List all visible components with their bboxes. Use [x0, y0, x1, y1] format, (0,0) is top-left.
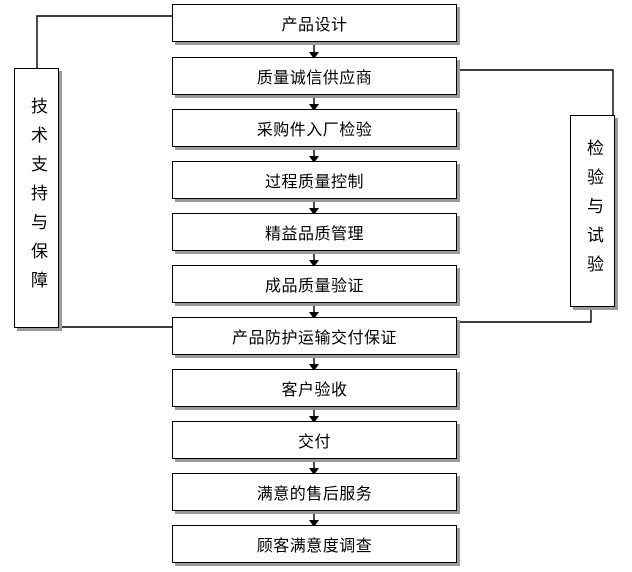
arrowhead-10-11 — [309, 520, 319, 527]
step-label: 交付 — [297, 432, 331, 451]
step-label: 过程质量控制 — [264, 172, 364, 191]
arrowhead-3-4 — [309, 156, 319, 163]
flow-arrows — [309, 42, 319, 527]
step-lean-quality-management: 精益品质管理 — [172, 213, 457, 251]
arrowhead-5-6 — [309, 260, 319, 267]
side-box-inspection-testing: 检验与试验 — [570, 115, 615, 307]
step-incoming-inspection: 采购件入厂检验 — [172, 109, 457, 147]
step-label: 精益品质管理 — [264, 224, 364, 243]
step-label: 产品防护运输交付保证 — [231, 328, 397, 347]
step-label: 客户验收 — [281, 380, 348, 399]
step-customer-acceptance: 客户验收 — [172, 369, 457, 407]
arrowhead-8-9 — [309, 416, 319, 423]
step-label: 质量诚信供应商 — [256, 68, 373, 87]
side-box-technical-support: 技术支持与保障 — [14, 68, 59, 328]
step-label: 产品设计 — [281, 15, 348, 34]
arrowhead-6-7 — [309, 312, 319, 319]
arrowhead-9-10 — [309, 468, 319, 475]
step-delivery: 交付 — [172, 421, 457, 459]
step-after-sales-service: 满意的售后服务 — [172, 473, 457, 511]
arrowhead-2-3 — [309, 104, 319, 111]
step-label: 采购件入厂检验 — [256, 120, 373, 139]
step-product-verification: 成品质量验证 — [172, 265, 457, 303]
step-product-design: 产品设计 — [172, 4, 457, 42]
arrowhead-7-8 — [309, 364, 319, 371]
step-protection-transport-delivery: 产品防护运输交付保证 — [172, 317, 457, 355]
step-label: 成品质量验证 — [264, 276, 364, 295]
step-satisfaction-survey: 顾客满意度调查 — [172, 525, 457, 563]
side-box-label: 技术支持与保障 — [27, 96, 47, 300]
step-process-quality-control: 过程质量控制 — [172, 161, 457, 199]
left-bracket-top — [36, 15, 172, 68]
side-box-label: 检验与试验 — [583, 138, 603, 284]
step-label: 顾客满意度调查 — [256, 536, 373, 555]
step-trusted-supplier: 质量诚信供应商 — [172, 57, 457, 95]
step-label: 满意的售后服务 — [256, 484, 373, 503]
arrowhead-1-2 — [309, 52, 319, 59]
right-bracket-top — [457, 69, 614, 115]
right-bracket-bottom — [457, 307, 592, 323]
arrowhead-4-5 — [309, 208, 319, 215]
